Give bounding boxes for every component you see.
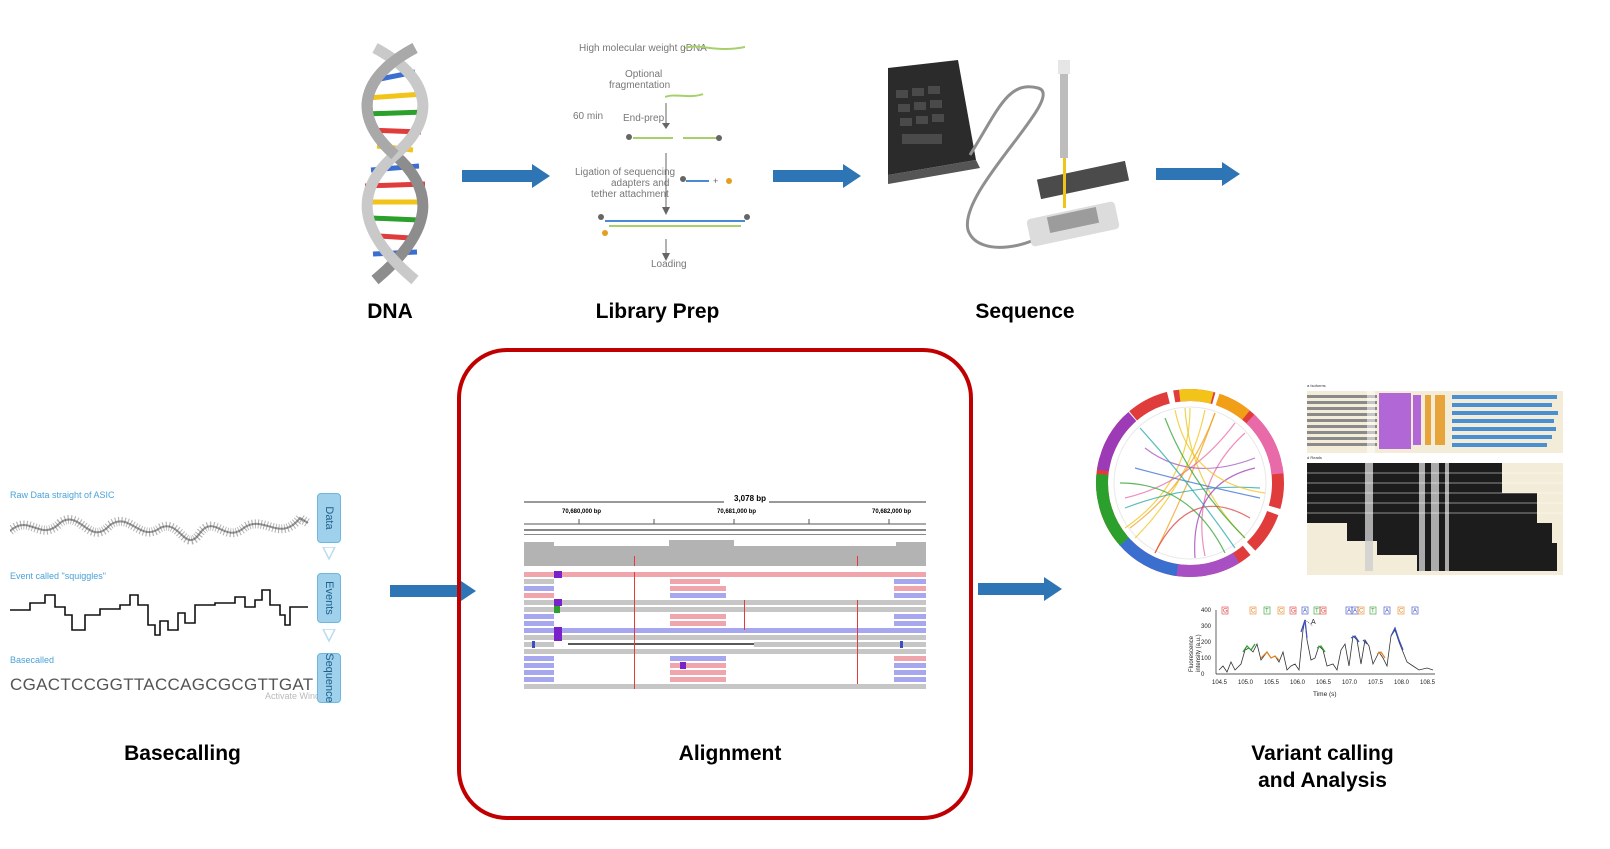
flow-arrow-2 xyxy=(773,164,861,188)
time-label: 60 min xyxy=(573,111,604,122)
stage-label-sequence: Sequence xyxy=(975,300,1075,323)
base-call-letter: A xyxy=(1303,609,1307,615)
reads-label: d Reads xyxy=(1307,455,1322,460)
flow-arrow-3 xyxy=(1156,162,1240,186)
activate-windows-watermark: Activate Wind xyxy=(265,691,321,701)
base-call-box xyxy=(1301,606,1309,615)
base-call-letter: C xyxy=(1399,609,1404,615)
base-call-letter: C xyxy=(1251,609,1256,615)
base-call-box xyxy=(1277,606,1285,615)
svg-text:A: A xyxy=(1311,619,1316,626)
flow-arrow-1 xyxy=(462,164,550,188)
stage-label-alignment: Alignment xyxy=(678,742,782,765)
fluorescence-trace-panel: 400 300 200 100 0 104.5 105.0 105.5 106.0 106.5 10… xyxy=(1183,600,1443,705)
library-prep-schematic: High molecular weight gDNA Optional frag… xyxy=(565,35,755,275)
svg-text:intensity (a.u.): intensity (a.u.) xyxy=(1196,634,1202,672)
basecalled-label: Basecalled xyxy=(10,655,55,665)
endprep-label: End-prep xyxy=(623,113,665,124)
base-call-box xyxy=(1249,606,1257,615)
ligation-label-3: tether attachment xyxy=(591,189,669,200)
trace-xtick: 107.5 xyxy=(1368,680,1384,686)
base-call-box xyxy=(1289,606,1297,615)
sequencer-laptop-illustration xyxy=(888,60,1138,260)
trace-ytick: 100 xyxy=(1201,656,1212,662)
svg-text:+: + xyxy=(713,176,718,186)
basecalled-sequence: CGACTCCGGTTACCAGCGCGTTGAT xyxy=(10,675,314,694)
isoforms-label: a Isoforms xyxy=(1307,383,1326,388)
stage-label-library-prep: Library Prep xyxy=(595,300,720,323)
base-call-letter: T xyxy=(1315,609,1319,615)
pill-sequence: Sequence xyxy=(317,653,341,703)
hmw-label: High molecular weight gDNA xyxy=(579,43,707,54)
trace-ytick: 400 xyxy=(1201,608,1212,614)
trace-xtick: 107.0 xyxy=(1342,680,1358,686)
trace-xtick: 106.5 xyxy=(1316,680,1332,686)
base-call-box xyxy=(1369,606,1377,615)
stage-label-dna: DNA xyxy=(367,300,413,323)
base-call-letter: A xyxy=(1413,609,1417,615)
base-call-box xyxy=(1383,606,1391,615)
base-call-letter: T xyxy=(1265,609,1269,615)
basecalling-panel: Raw Data straight of ASIC Event called "… xyxy=(10,485,350,705)
tick-label-3: 70,682,000 bp xyxy=(872,509,912,515)
isoform-reads-panel: a Isoforms d Reads xyxy=(1305,383,1563,583)
base-call-box xyxy=(1411,606,1419,615)
base-call-box xyxy=(1357,606,1365,615)
ligation-label-1: Ligation of sequencing xyxy=(575,167,676,178)
loading-label: Loading xyxy=(651,259,687,270)
trace-xtick: 105.0 xyxy=(1238,680,1254,686)
ligation-label-2: adapters and xyxy=(611,178,670,189)
base-call-letter: G xyxy=(1223,609,1228,615)
trace-ytick: 200 xyxy=(1201,640,1212,646)
base-call-letter: A xyxy=(1385,609,1389,615)
circos-plot xyxy=(1095,388,1285,578)
base-call-letter: C xyxy=(1279,609,1284,615)
trace-xtick: 106.0 xyxy=(1290,680,1306,686)
alignment-highlight-box xyxy=(457,348,973,820)
base-call-letter: G xyxy=(1321,609,1326,615)
trace-xtick: 105.5 xyxy=(1264,680,1280,686)
raw-data-label: Raw Data straight of ASIC xyxy=(10,490,115,500)
stage-label-basecalling: Basecalling xyxy=(124,742,241,765)
base-call-box xyxy=(1319,606,1327,615)
svg-text:Time (s): Time (s) xyxy=(1313,691,1337,698)
flow-arrow-5 xyxy=(978,577,1062,601)
tick-label-2: 70,681,000 bp xyxy=(717,509,757,515)
pill-data: Data xyxy=(317,493,341,543)
base-call-letter: A xyxy=(1353,609,1357,615)
base-call-letter: T xyxy=(1371,609,1375,615)
trace-ytick: 0 xyxy=(1201,672,1205,678)
base-call-box xyxy=(1221,606,1229,615)
span-label: 3,078 bp xyxy=(734,494,767,503)
base-call-box xyxy=(1263,606,1271,615)
base-call-letter: G xyxy=(1291,609,1296,615)
flow-arrow-4 xyxy=(390,579,476,603)
base-call-letter: A xyxy=(1347,609,1351,615)
stage-label-variant-2: and Analysis xyxy=(1258,769,1387,792)
base-call-letter: C xyxy=(1359,609,1364,615)
trace-xtick: 108.5 xyxy=(1420,680,1436,686)
svg-text:Fluorescence: Fluorescence xyxy=(1189,635,1195,672)
base-call-box xyxy=(1397,606,1405,615)
dna-helix-illustration xyxy=(345,40,445,290)
trace-ytick: 300 xyxy=(1201,624,1212,630)
optional-label-2: fragmentation xyxy=(609,80,671,91)
event-label: Event called "squiggles" xyxy=(10,571,106,581)
pill-events: Events xyxy=(317,573,341,623)
alignment-viewer: 3,078 bp 70,680,000 bp 70,681,000 bp 70,… xyxy=(524,494,926,694)
tick-label-1: 70,680,000 bp xyxy=(562,509,602,515)
stage-label-variant-1: Variant calling xyxy=(1251,742,1394,765)
trace-xtick: 104.5 xyxy=(1212,680,1228,686)
trace-xtick: 108.0 xyxy=(1394,680,1410,686)
optional-label-1: Optional xyxy=(625,69,663,80)
fluorescence-trace-chart: 400 300 200 100 0 104.5 105.0 105.5 106.0 106.5 10… xyxy=(1189,606,1436,698)
